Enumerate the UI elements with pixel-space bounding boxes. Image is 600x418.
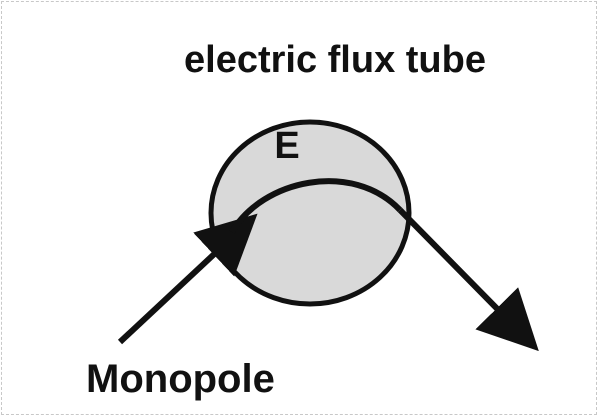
monopole-outgoing-path [397,207,539,352]
monopole-incoming-path [117,213,258,345]
flux-tube-circle [208,119,412,307]
field-label-e: E [274,125,299,167]
diagram-title: electric flux tube [184,39,486,81]
monopole-arc-path [229,178,403,234]
monopole-label: Monopole [86,357,275,401]
